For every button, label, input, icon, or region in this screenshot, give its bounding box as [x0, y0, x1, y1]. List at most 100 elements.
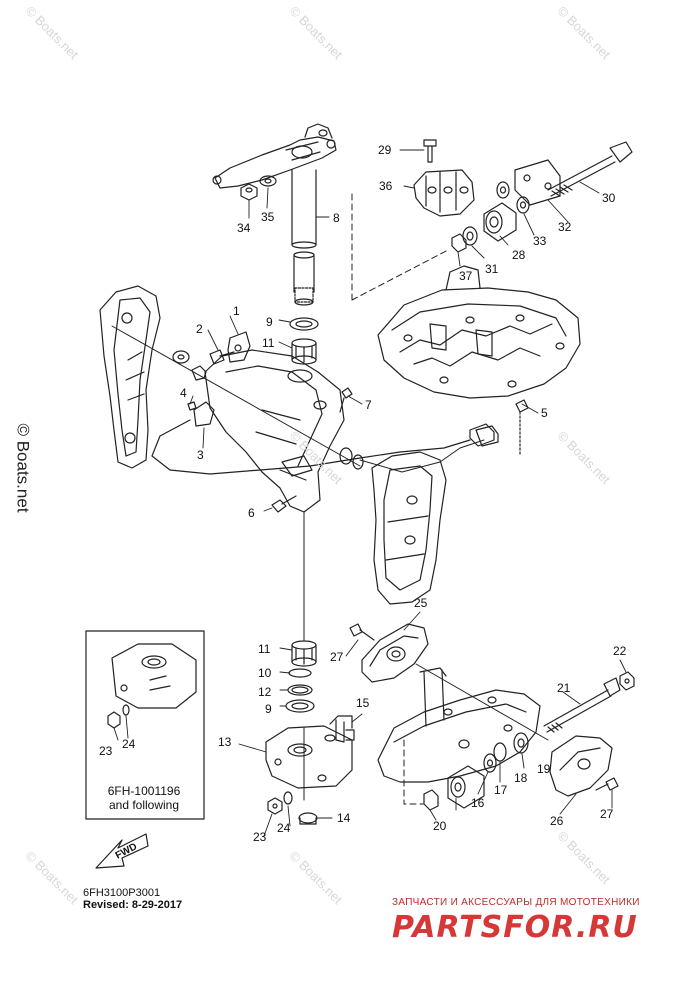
callout-3: 3 [197, 448, 204, 462]
clip-14 [298, 812, 318, 825]
callout-2: 2 [196, 322, 203, 336]
leader-lines [113, 149, 627, 837]
callout-8: 8 [333, 211, 340, 225]
callout-29: 29 [378, 143, 392, 157]
callout-11-upper: 11 [262, 336, 275, 350]
callout-7: 7 [365, 398, 372, 412]
callout-11-lower: 11 [258, 642, 271, 656]
callout-9-lower: 9 [265, 702, 272, 716]
through-bolt-30 [547, 141, 633, 197]
callout-12: 12 [258, 685, 272, 699]
callout-37: 37 [459, 269, 473, 283]
callout-14: 14 [337, 811, 351, 825]
screw-4 [187, 401, 197, 411]
callout-5: 5 [541, 406, 548, 420]
callout-24-inset: 24 [122, 737, 136, 751]
nut-22 [619, 671, 635, 691]
callout-34: 34 [237, 221, 251, 235]
callout-23: 23 [253, 830, 267, 844]
callout-16: 16 [471, 796, 485, 810]
bracket-1 [191, 331, 251, 381]
ad-logo[interactable]: PARTSFOR.RU [392, 910, 638, 945]
collar-20 [423, 789, 439, 811]
washer-9-lower [285, 699, 315, 713]
callout-25: 25 [414, 596, 428, 610]
callout-19: 19 [537, 762, 551, 776]
callout-35: 35 [261, 210, 275, 224]
steering-shaft [291, 169, 317, 306]
washer-9-upper [289, 317, 319, 331]
revision-date: Revised: 8-29-2017 [83, 899, 183, 911]
callout-32: 32 [558, 220, 572, 234]
ring-12 [287, 684, 313, 696]
mount-26 [549, 735, 613, 797]
clamp-bracket [99, 285, 161, 469]
inset-caption: 6FH-1001196 and following [86, 784, 202, 812]
washer-24-lower [283, 791, 293, 805]
bolt-29 [423, 139, 437, 163]
callout-4: 4 [180, 386, 187, 400]
bolt-6 [271, 495, 297, 513]
washer-17 [483, 753, 497, 773]
washer-left [172, 350, 190, 364]
washers-33 [496, 181, 530, 214]
diagram-code-block: 6FH3100P3001 Revised: 8-29-2017 [83, 887, 182, 911]
callout-18: 18 [514, 771, 528, 785]
mount-25 [361, 623, 429, 683]
grease-nipple-7 [339, 387, 353, 413]
steering-arm [212, 123, 337, 189]
lower-casing [377, 667, 541, 783]
callout-6: 6 [248, 506, 255, 520]
callout-15: 15 [356, 696, 370, 710]
callout-33: 33 [533, 234, 547, 248]
extension-housing [371, 451, 447, 605]
bushing-11-upper [291, 338, 317, 365]
callout-22: 22 [613, 644, 627, 658]
bolt-27-lower [595, 777, 619, 791]
callout-24: 24 [277, 821, 291, 835]
ring-10 [288, 668, 312, 678]
callout-1: 1 [233, 304, 240, 318]
bolt-27-upper [349, 623, 375, 641]
callout-13: 13 [218, 735, 232, 749]
mount-bracket-36 [413, 169, 475, 217]
nut-23-lower [267, 797, 283, 815]
callout-28: 28 [512, 248, 526, 262]
fwd-arrow [95, 833, 149, 869]
swivel-bracket [204, 349, 345, 513]
lower-mount-13 [265, 725, 353, 789]
inset-box [85, 630, 205, 820]
callout-9-upper: 9 [266, 315, 273, 329]
side-watermark: © Boats.net [13, 423, 33, 513]
washer-35 [259, 175, 277, 187]
tilt-pin-washers [339, 423, 495, 470]
upper-casing [377, 265, 581, 399]
callout-31: 31 [485, 262, 499, 276]
inset-caption-line1: 6FH-1001196 [107, 784, 181, 798]
washer-31 [462, 226, 478, 246]
diagram-code: 6FH3100P3001 [83, 887, 161, 899]
plate-32 [514, 159, 561, 206]
inset-caption-line2: and following [108, 798, 180, 812]
callout-36: 36 [379, 179, 393, 193]
screw-2 [209, 349, 235, 365]
callout-27-lower: 27 [600, 807, 614, 821]
mount-damper-28 [483, 202, 517, 242]
nut-34 [240, 183, 258, 201]
callout-30: 30 [602, 191, 616, 205]
lead-wire [151, 401, 499, 475]
callout-10: 10 [258, 666, 272, 680]
callout-21: 21 [557, 681, 571, 695]
callout-17: 17 [494, 783, 508, 797]
bracket-15 [329, 715, 355, 743]
washer-19 [513, 732, 529, 754]
collar-37 [451, 233, 467, 253]
callout-23-inset: 23 [99, 744, 113, 758]
bolt-21 [543, 677, 621, 733]
callout-20: 20 [433, 819, 447, 833]
damper-16 [447, 765, 485, 809]
washer-18 [493, 742, 507, 762]
ad-tagline: ЗАПЧАСТИ И АКСЕССУАРЫ ДЛЯ МОТОТЕХНИКИ [392, 897, 640, 908]
